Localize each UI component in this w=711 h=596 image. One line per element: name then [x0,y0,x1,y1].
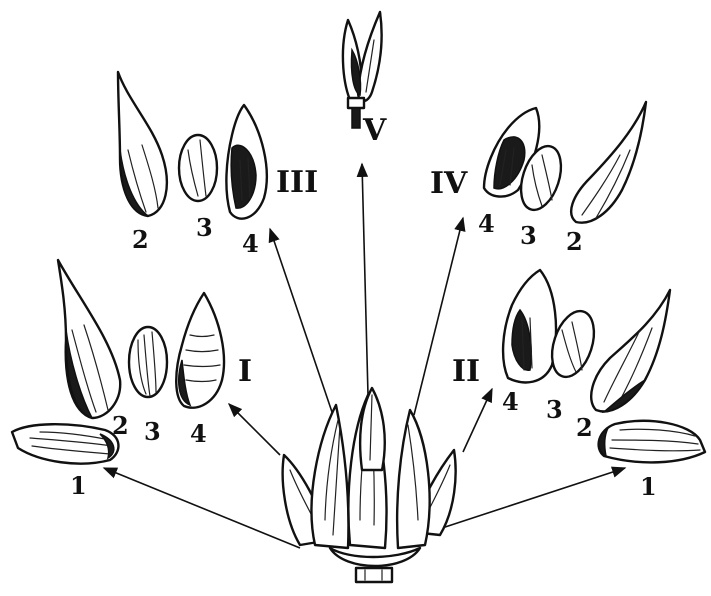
arrow-to-right-glume [436,468,625,530]
label-III-part-3: 3 [196,213,213,242]
label-I-part-3: 3 [144,417,161,446]
label-IV-part-2: 2 [566,227,583,256]
arrow-to-left-glume [104,468,300,548]
label-V: V [362,113,387,148]
label-III-part-4: 4 [242,229,259,258]
label-II-part-3: 3 [546,395,563,424]
right-glume [599,421,705,463]
label-IV-part-3: 3 [520,221,537,250]
group-III-parts [118,72,267,219]
group-IV-parts [484,102,646,223]
label-II-outer-1: 1 [640,472,657,501]
label-II-part-2: 2 [576,413,593,442]
label-III: III [276,165,318,200]
label-IV-part-4: 4 [478,209,495,238]
arrow-to-group-I [229,404,280,455]
label-I-part-2: 2 [112,411,129,440]
label-III-part-2: 2 [132,225,149,254]
arrow-to-group-III [270,229,333,415]
group-II-parts [503,270,670,412]
label-IV: IV [430,166,468,201]
group-V-floret [343,12,382,128]
left-glume [12,424,118,463]
label-II-part-4: 4 [502,387,519,416]
label-I-outer-1: 1 [70,471,87,500]
central-spikelet [283,388,456,582]
label-I: I [238,354,252,389]
label-II: II [452,354,480,389]
arrow-to-group-II [463,389,492,452]
arrow-to-group-V [362,164,368,395]
label-I-part-4: 4 [190,419,207,448]
group-I-parts [58,260,224,418]
